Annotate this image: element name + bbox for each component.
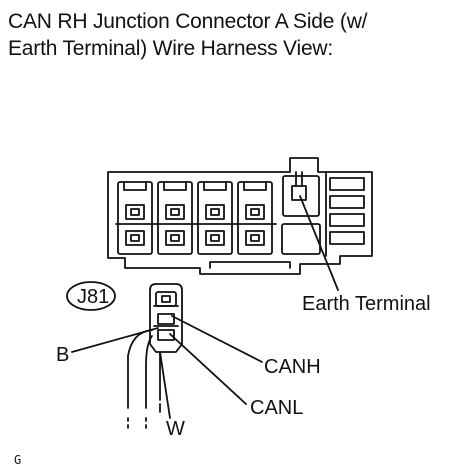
diagram-title: CAN RH Junction Connector A Side (w/ Ear… [8, 8, 468, 62]
earth-terminal-leader-line [299, 195, 339, 291]
title-line-2: Earth Terminal) Wire Harness View: [8, 37, 334, 60]
housing-side-ribs [325, 171, 365, 257]
harness-connector [149, 283, 183, 353]
canl-leader-line [169, 333, 247, 405]
canh-label: CANH [264, 356, 321, 378]
junction-connector-housing [107, 157, 373, 275]
earth-terminal-label: Earth Terminal [302, 293, 431, 315]
figure-code: G [14, 453, 21, 467]
b-label: B [56, 344, 69, 366]
connector-id-label: J81 [77, 286, 109, 308]
b-leader-line [71, 327, 159, 353]
earth-terminal-cavity [281, 171, 321, 255]
connector-id-oval [66, 281, 116, 311]
terminal-cavity-group [115, 181, 277, 255]
title-line-1: CAN RH Junction Connector A Side (w/ [8, 10, 368, 33]
harness-wires [127, 329, 161, 433]
canh-leader-line [171, 315, 263, 363]
w-label: W [166, 418, 185, 440]
w-leader-line [159, 351, 171, 419]
canl-label: CANL [250, 397, 303, 419]
